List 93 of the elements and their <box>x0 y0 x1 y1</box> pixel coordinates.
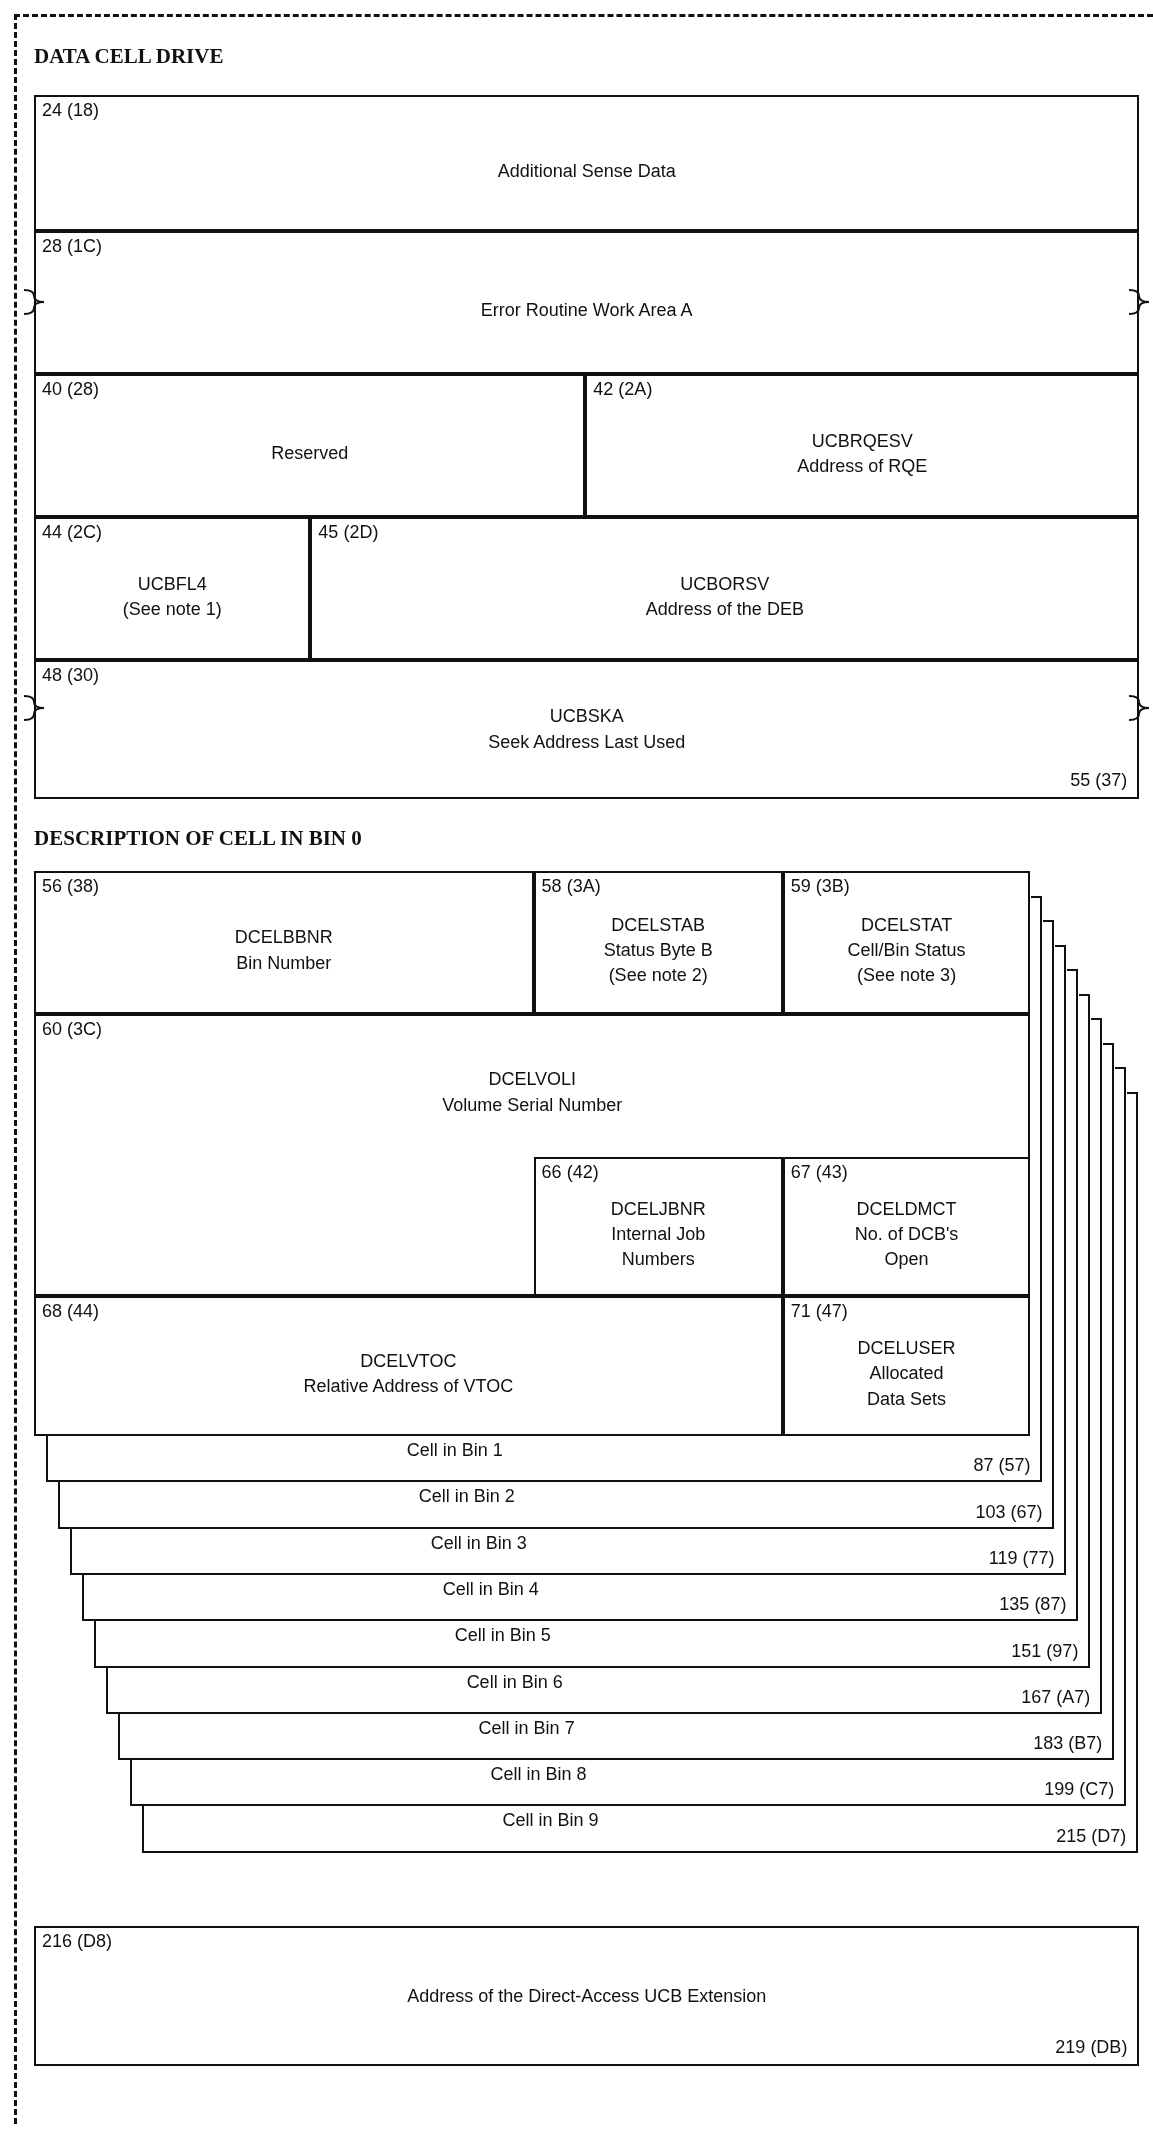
field-text: DCELSTAT <box>860 913 953 937</box>
field-box <box>34 1295 783 1437</box>
field-text: (See note 2) <box>608 964 708 988</box>
offset-label: 45 (2D) <box>318 522 379 544</box>
offset-label: 48 (30) <box>42 665 100 687</box>
cell-label: Cell in Bin 7 <box>478 1717 575 1739</box>
field-text: Address of RQE <box>797 454 928 478</box>
end-offset-label: 215 (D7) <box>1056 1825 1127 1847</box>
field-box <box>34 517 311 661</box>
end-offset-label: 167 (A7) <box>1021 1686 1091 1708</box>
offset-label: 216 (D8) <box>42 1931 113 1953</box>
field-box <box>34 1926 1140 2067</box>
field-text: Allocated Data Sets <box>866 1362 948 1411</box>
offset-label: 66 (42) <box>541 1162 599 1184</box>
offset-label: 59 (3B) <box>790 876 850 898</box>
field-text: UCBORSV <box>680 572 770 596</box>
field-text: Status Byte B <box>603 939 713 963</box>
field-box <box>533 1157 783 1296</box>
cell-label: Cell in Bin 2 <box>418 1486 515 1508</box>
field-text: UCBRQESV <box>811 429 913 453</box>
field-box <box>34 374 586 518</box>
offset-label: 44 (2C) <box>42 522 103 544</box>
end-offset-label: 103 (67) <box>975 1501 1043 1523</box>
field-text: Reserved <box>271 442 349 466</box>
field-box <box>34 231 1140 375</box>
field-text: Cell/Bin Status <box>847 939 966 963</box>
end-offset-label: 119 (77) <box>988 1548 1055 1569</box>
end-offset-label: 151 (97) <box>1011 1640 1079 1662</box>
field-box <box>782 1295 1031 1437</box>
cell-label: Cell in Bin 1 <box>406 1440 503 1462</box>
field-text: No. of DCB's Open <box>853 1222 960 1272</box>
field-text: Address of the Direct-Access UCB Extension <box>407 1984 767 2008</box>
cell-label: Cell in Bin 9 <box>502 1810 599 1832</box>
stacked-cell-box <box>141 1806 1139 1853</box>
cell-label: Cell in Bin 5 <box>454 1625 551 1647</box>
field-text: DCELDMCT <box>856 1197 957 1221</box>
field-box <box>34 95 1140 232</box>
stacked-cell-box <box>105 1667 1103 1714</box>
stacked-cell-box <box>58 1482 1055 1529</box>
field-box <box>585 374 1140 518</box>
offset-label: 28 (1C) <box>42 236 103 258</box>
field-text: Additional Sense Data <box>497 159 676 183</box>
field-box <box>34 871 534 1015</box>
stacked-cell-box <box>46 1436 1043 1483</box>
cell-label: Cell in Bin 4 <box>442 1579 539 1600</box>
offset-label: 67 (43) <box>790 1162 848 1184</box>
offset-label: 68 (44) <box>42 1300 100 1322</box>
end-offset-label: 55 (37) <box>1070 770 1128 792</box>
cell-label: Cell in Bin 3 <box>430 1532 527 1554</box>
field-text: Address of the DEB <box>645 597 804 621</box>
cell-label: Cell in Bin 6 <box>466 1671 563 1693</box>
field-text: Seek Address Last Used <box>488 730 686 754</box>
section-heading: DATA CELL DRIVE <box>34 43 224 69</box>
field-text: Relative Address of VTOC <box>303 1375 514 1398</box>
cell-label: Cell in Bin 8 <box>490 1764 587 1786</box>
stacked-cell-box <box>93 1621 1091 1668</box>
stacked-cell-box <box>69 1528 1067 1575</box>
field-text: DCELVTOC <box>360 1349 457 1373</box>
offset-label: 58 (3A) <box>541 876 601 898</box>
stacked-cell-box <box>117 1713 1115 1761</box>
field-text: Volume Serial Number <box>442 1093 623 1117</box>
field-text: (See note 3) <box>857 964 957 988</box>
offset-label: 60 (3C) <box>42 1019 103 1041</box>
offset-label: 56 (38) <box>42 876 100 898</box>
field-text: UCBSKA <box>549 705 624 729</box>
field-text: DCELVOLI <box>488 1068 577 1092</box>
end-offset-label: 183 (B7) <box>1033 1733 1103 1755</box>
offset-label: 71 (47) <box>790 1300 848 1322</box>
field-text: Bin Number <box>236 951 332 975</box>
field-text: DCELSTAB <box>611 913 705 937</box>
field-box <box>533 871 783 1015</box>
field-box <box>782 1157 1031 1296</box>
offset-label: 42 (2A) <box>593 379 653 401</box>
stacked-cell-box <box>81 1575 1079 1622</box>
end-offset-label: 199 (C7) <box>1044 1779 1115 1801</box>
offset-label: 40 (28) <box>42 379 100 401</box>
field-text: DCELBBNR <box>234 926 333 950</box>
stacked-cell-box <box>129 1760 1127 1807</box>
field-box <box>782 871 1031 1015</box>
field-box <box>34 660 1140 800</box>
field-text: DCELUSER <box>857 1337 956 1361</box>
field-box <box>34 1014 1031 1296</box>
field-text: (See note 1) <box>122 597 222 621</box>
field-text: UCBFL4 <box>137 572 207 596</box>
field-box <box>310 517 1140 661</box>
offset-label: 24 (18) <box>42 100 100 122</box>
field-text: DCELJBNR <box>610 1197 706 1221</box>
end-offset-label: 135 (87) <box>999 1594 1067 1616</box>
field-text: Internal Job Numbers <box>610 1222 707 1272</box>
end-offset-label: 87 (57) <box>973 1455 1031 1477</box>
end-offset-label: 219 (DB) <box>1055 2037 1128 2059</box>
section-heading: DESCRIPTION OF CELL IN BIN 0 <box>34 826 362 852</box>
field-text: Error Routine Work Area A <box>480 299 693 323</box>
